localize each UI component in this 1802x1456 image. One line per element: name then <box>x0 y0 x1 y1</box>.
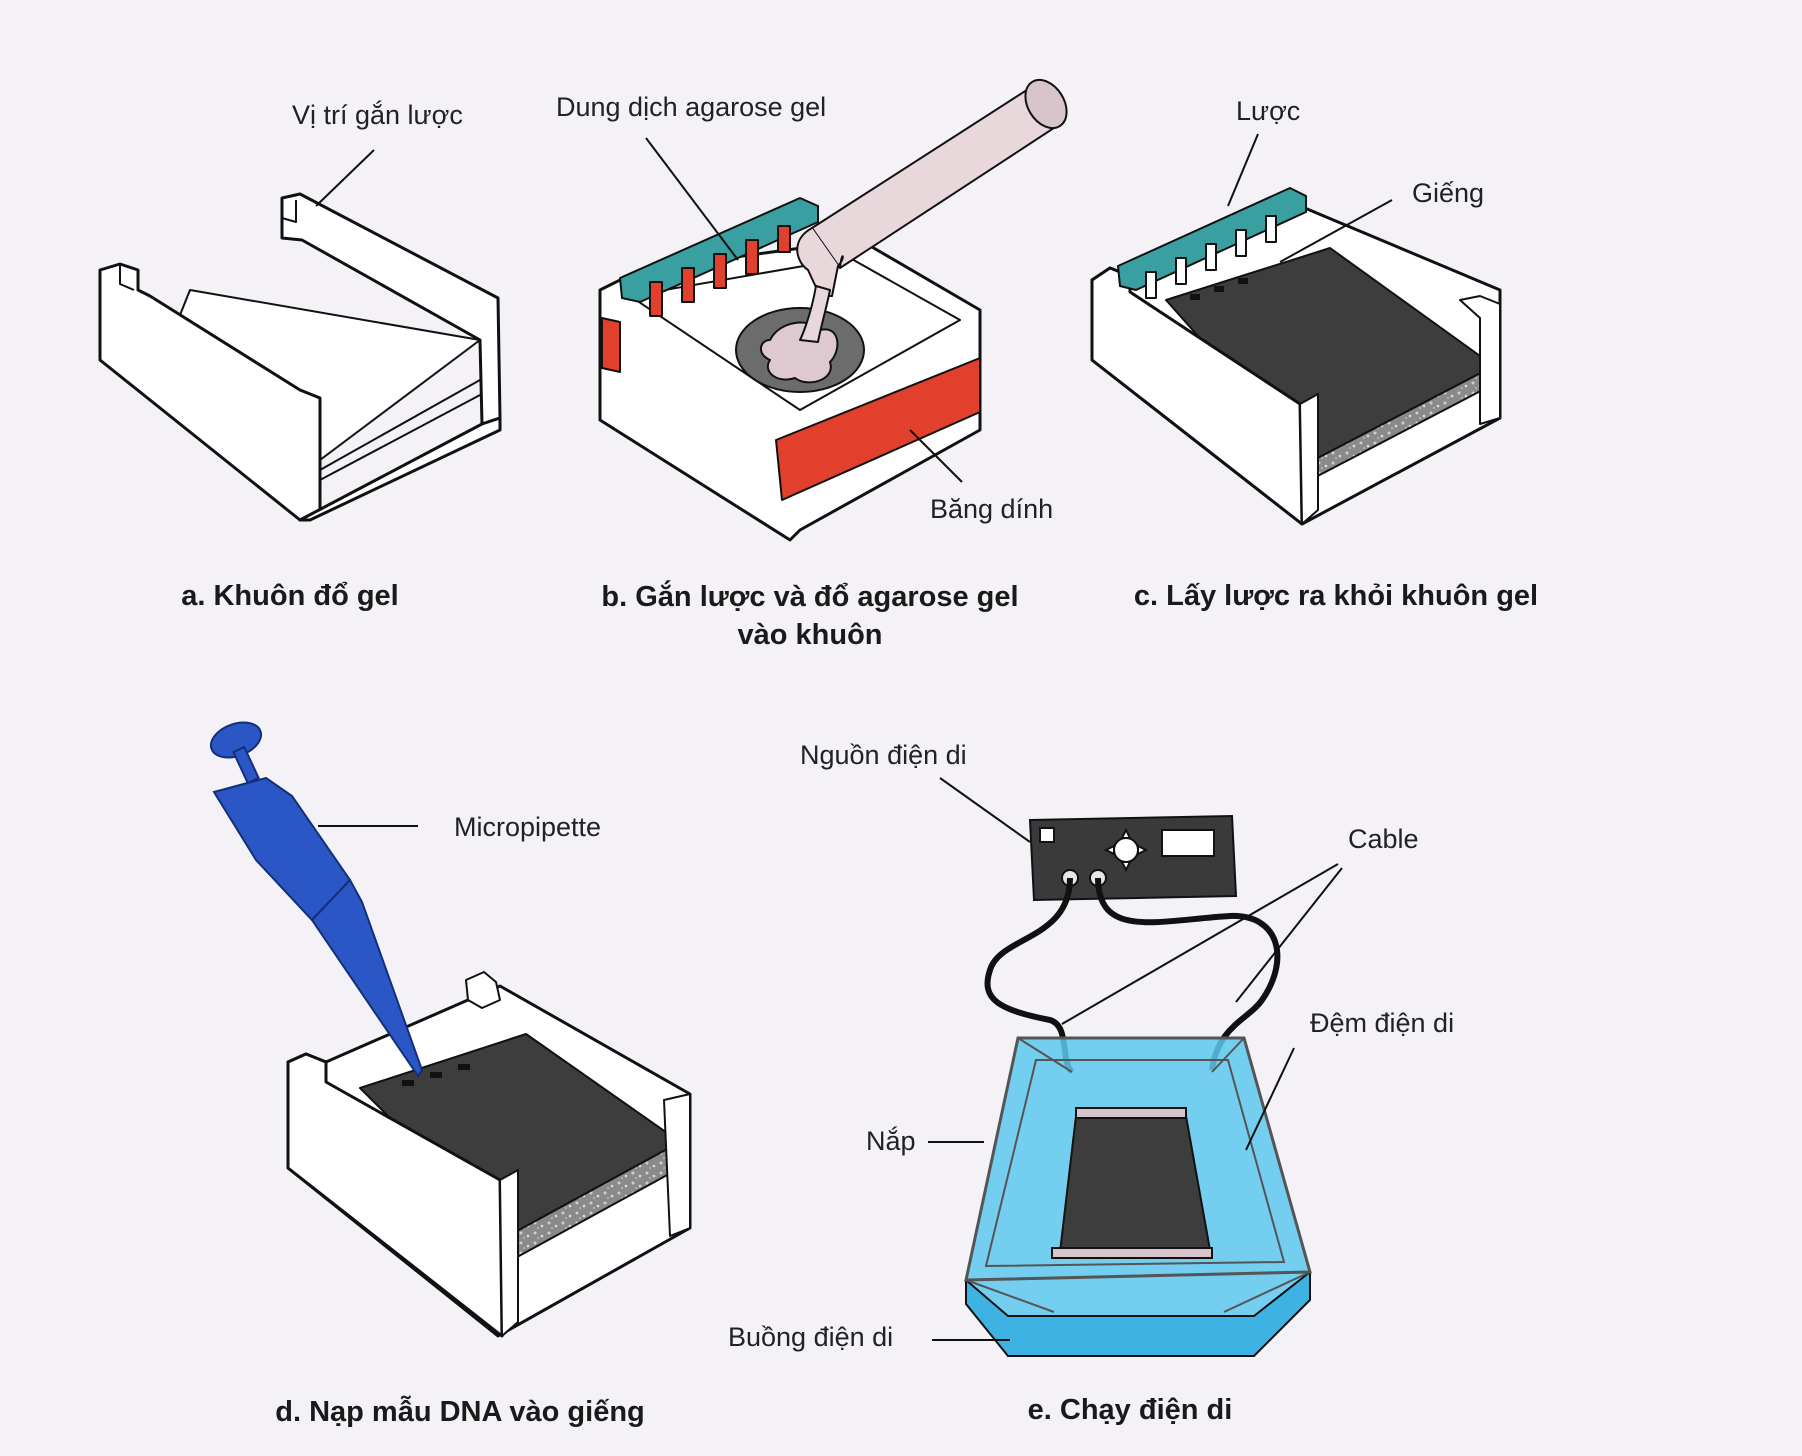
label-lid: Nắp <box>866 1126 916 1156</box>
agarose-leader <box>645 137 739 261</box>
comb-b <box>619 197 819 317</box>
panel-e-running <box>964 814 1312 1357</box>
power-supply-leader <box>939 777 1031 843</box>
label-comb: Lược <box>1236 96 1301 126</box>
pouring-tube <box>796 78 1068 343</box>
panel-a-casting-tray <box>98 192 502 522</box>
label-comb-slot: Vị trí gắn lược <box>292 100 463 130</box>
label-agarose-solution: Dung dịch agarose gel <box>556 92 827 122</box>
label-cable: Cable <box>1348 824 1419 854</box>
label-chamber: Buồng điện di <box>728 1322 894 1352</box>
power-supply <box>1028 814 1238 902</box>
panel-b-pouring <box>598 78 1068 542</box>
label-power-supply: Nguồn điện di <box>800 740 967 770</box>
caption-d: d. Nạp mẫu DNA vào giếng <box>275 1396 645 1428</box>
tape-leader <box>909 429 963 483</box>
caption-b: b. Gắn lược và đổ agarose gel vào khuôn <box>601 581 1019 651</box>
label-tape: Băng dính <box>930 494 1054 524</box>
cable-right <box>1095 877 1281 1071</box>
cable-leader-right <box>1235 867 1343 1003</box>
tape-strip-right <box>775 357 981 501</box>
tape-strip-left <box>601 317 621 373</box>
cable-leader-left <box>1061 863 1339 1025</box>
electrophoresis-chamber <box>964 1036 1312 1357</box>
caption-c: c. Lấy lược ra khỏi khuôn gel <box>1133 580 1539 612</box>
panel-d-loading <box>286 971 692 1338</box>
label-micropipette: Micropipette <box>454 812 602 842</box>
micropipette <box>209 721 424 1078</box>
wells-leader <box>1279 199 1393 263</box>
label-buffer: Đệm điện di <box>1310 1008 1455 1038</box>
panel-c-comb-removed <box>1090 187 1502 526</box>
comb-c <box>1117 187 1307 299</box>
buffer-leader <box>1245 1047 1295 1151</box>
comb-leader <box>1227 133 1259 207</box>
caption-a: a. Khuôn đổ gel <box>181 580 399 612</box>
gel-slab-e <box>1058 1115 1212 1254</box>
caption-e: e. Chạy điện di <box>1027 1394 1233 1426</box>
label-wells: Giếng <box>1412 178 1485 208</box>
comb-slot-leader <box>315 149 375 207</box>
